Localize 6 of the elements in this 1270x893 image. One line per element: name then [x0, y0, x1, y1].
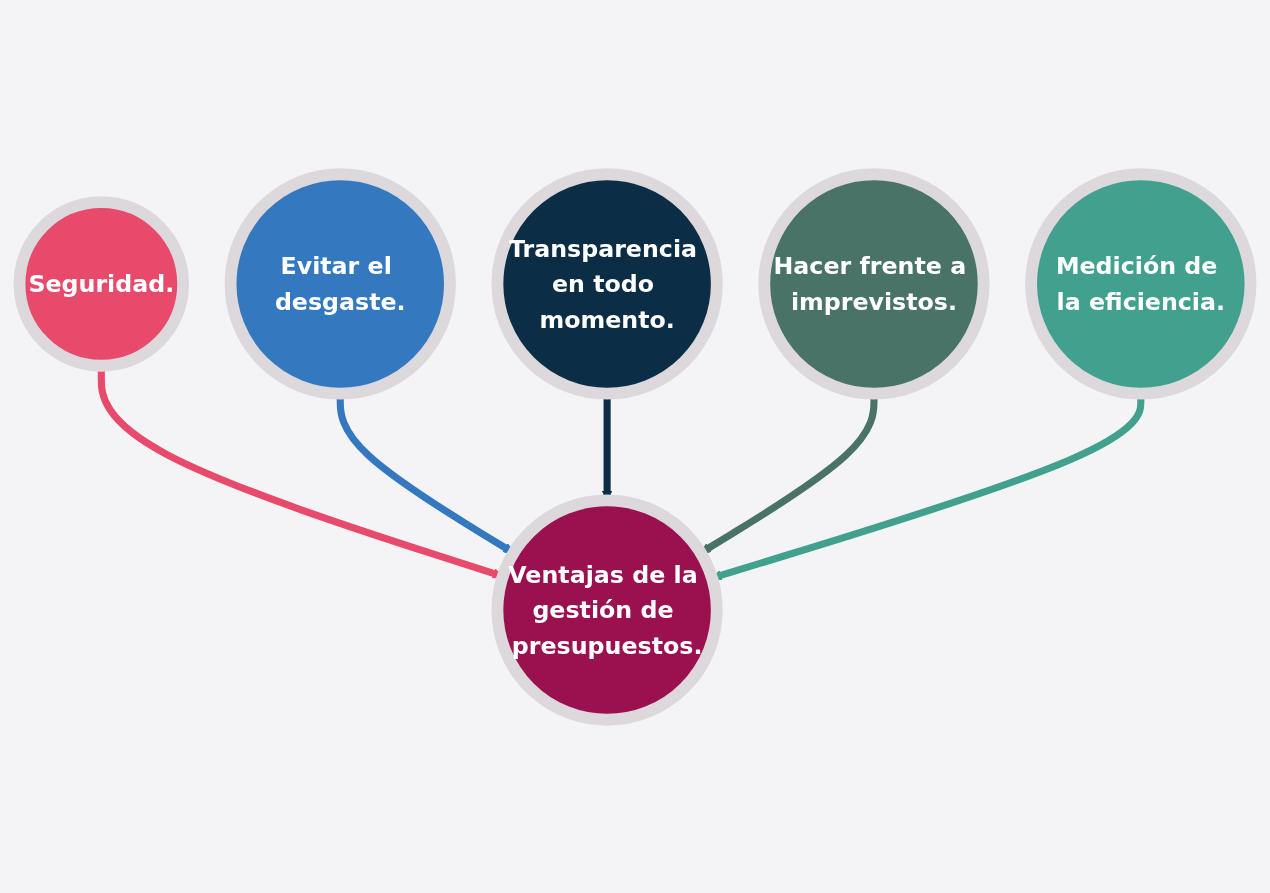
node-circle: Transparencia en todo momento.: [491, 167, 723, 400]
node-circle: Medición de la eficiencia.: [1025, 167, 1257, 400]
node-circle: Ventajas de la gestión de presupuestos.: [491, 493, 723, 726]
node-circle: Seguridad.: [13, 195, 190, 372]
node-circle: Evitar el desgaste.: [224, 167, 456, 400]
node-circle: Hacer frente a imprevistos.: [758, 167, 990, 400]
